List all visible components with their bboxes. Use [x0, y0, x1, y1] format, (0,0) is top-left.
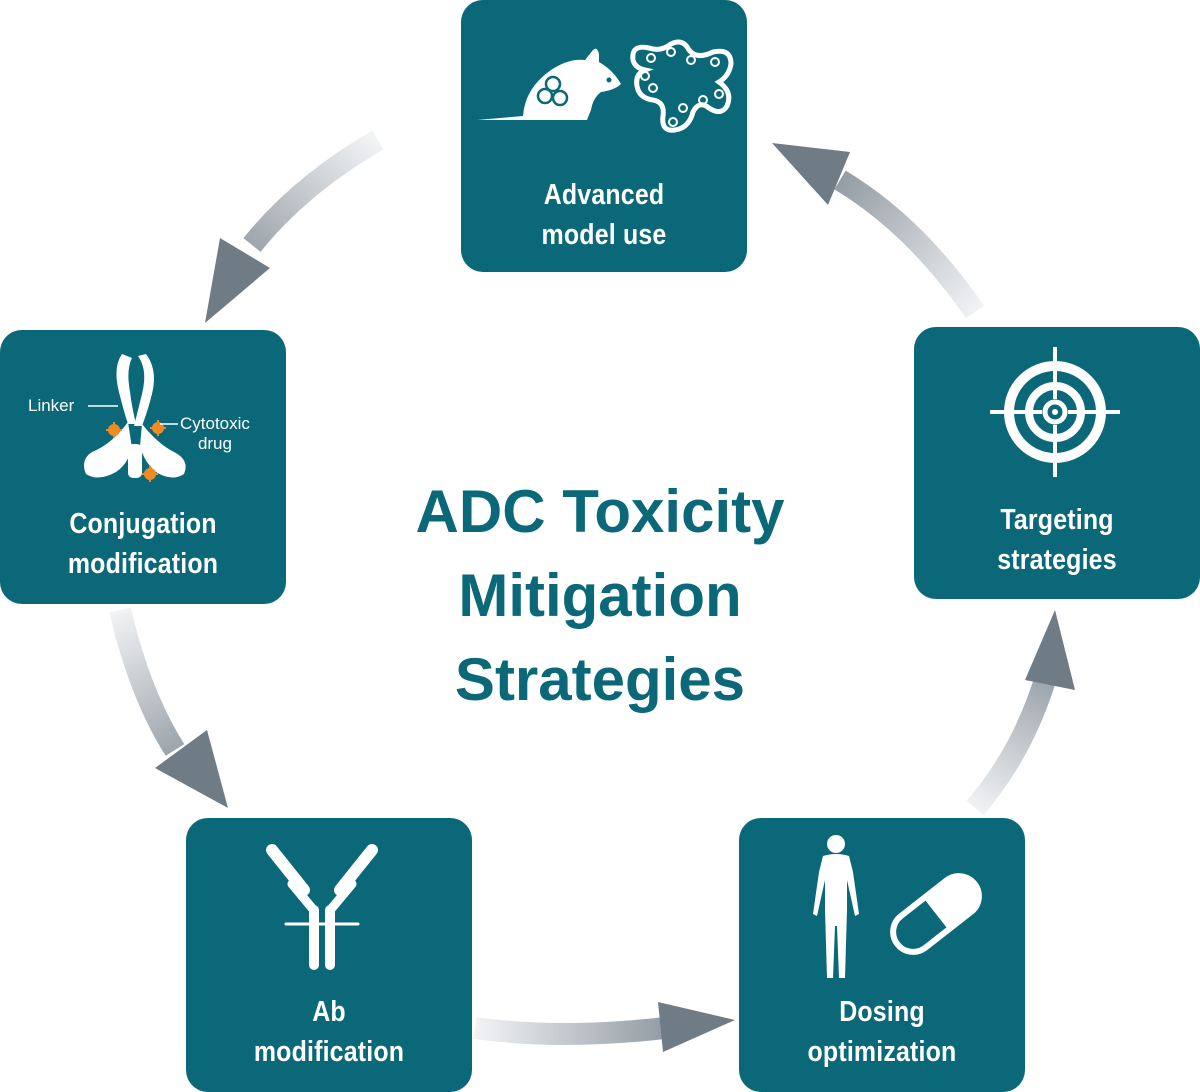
cytotoxic-drug-annotation: Cytotoxic drug	[180, 414, 250, 454]
antibody-drug-conjugate-icon	[84, 354, 186, 482]
card-advanced-model-use: Advanced model use	[461, 0, 747, 272]
drug-line: drug	[197, 434, 232, 453]
label-line-1: Dosing	[839, 996, 925, 1028]
label-line-1: Ab	[312, 996, 346, 1028]
arrowhead-model-to-conjugation	[205, 238, 270, 323]
card-ab-modification-label: Ab modification	[206, 992, 452, 1072]
antibody-icon	[266, 844, 378, 970]
arrow-dosing-to-targeting	[966, 666, 1059, 816]
card-conjugation-modification: Linker Cytotoxic drug Conjugation modifi…	[0, 330, 286, 604]
title-line-3: Strategies	[454, 646, 746, 713]
title-line-2: Mitigation	[458, 562, 742, 629]
card-targeting-strategies: Targeting strategies	[914, 327, 1200, 599]
arrowhead-ab-to-dosing	[658, 1002, 735, 1052]
human-body-icon	[813, 835, 859, 978]
diagram-title: ADC Toxicity Mitigation Strategies	[330, 470, 870, 722]
label-line-2: modification	[67, 548, 219, 580]
label-line-1: Targeting	[1000, 504, 1114, 536]
mouse-icon	[477, 48, 621, 120]
title-line-1: ADC Toxicity	[415, 478, 785, 545]
card-advanced-model-use-label: Advanced model use	[481, 175, 727, 255]
arrow-ab-to-dosing	[473, 1017, 667, 1045]
label-line-2: modification	[253, 1036, 405, 1068]
card-dosing-optimization: Dosing optimization	[739, 818, 1025, 1092]
label-line-2: model use	[541, 219, 667, 251]
crosshair-target-icon	[990, 347, 1120, 477]
tumor-organoid-icon	[630, 39, 734, 133]
arrowhead-targeting-to-model	[772, 143, 850, 205]
capsule-icon	[890, 873, 982, 955]
annotation-lines	[88, 405, 178, 425]
label-line-2: strategies	[997, 544, 1117, 576]
label-line-2: optimization	[807, 1036, 957, 1068]
cytotoxic-line: Cytotoxic	[180, 414, 250, 433]
label-line-1: Conjugation	[69, 508, 217, 540]
arrow-targeting-to-model	[834, 170, 985, 319]
card-targeting-strategies-label: Targeting strategies	[934, 500, 1180, 580]
card-dosing-optimization-label: Dosing optimization	[759, 992, 1005, 1072]
arrowhead-conjugation-to-ab	[155, 730, 228, 808]
arrowhead-dosing-to-targeting	[1025, 610, 1075, 690]
card-ab-modification: Ab modification	[186, 818, 472, 1092]
card-conjugation-modification-label: Conjugation modification	[20, 504, 266, 584]
arrow-model-to-conjugation	[243, 130, 384, 252]
label-line-1: Advanced	[543, 179, 665, 211]
linker-annotation: Linker	[28, 396, 75, 415]
arrow-conjugation-to-ab	[109, 607, 185, 756]
